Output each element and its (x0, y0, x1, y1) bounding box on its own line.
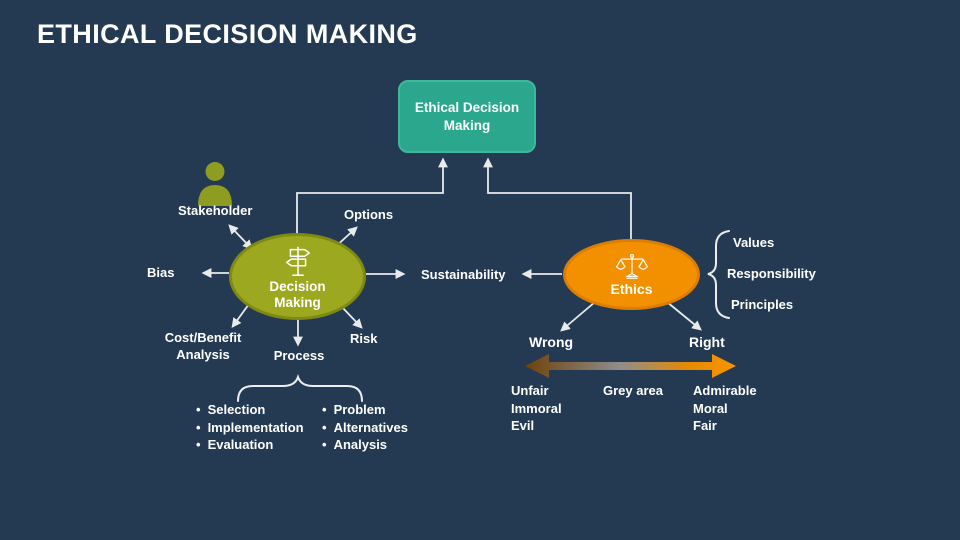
wrong-label: Wrong (529, 334, 574, 350)
arrow-risk (340, 305, 363, 329)
ethical-decision-making-box-label: Ethical Decision Making (414, 99, 520, 133)
list-item: Implementation (196, 419, 304, 437)
wrong-items-list: Unfair Immoral Evil (511, 382, 562, 435)
ethical-decision-making-box: Ethical Decision Making (398, 80, 536, 153)
connector-decision-to-topbox (296, 157, 448, 234)
process-label: Process (273, 348, 325, 363)
arrow-right (666, 301, 702, 331)
decision-making-label: Decision Making (269, 278, 326, 310)
signpost-icon (285, 246, 310, 276)
list-item: Problem (322, 401, 408, 419)
process-list-right: Problem Alternatives Analysis (322, 401, 408, 454)
right-items-list: Admirable Moral Fair (693, 382, 757, 435)
responsibility-label: Responsibility (727, 266, 816, 281)
brace-ethics-attributes (707, 230, 730, 319)
list-item: Fair (693, 418, 717, 433)
list-item: Selection (196, 401, 304, 419)
person-icon (198, 162, 232, 206)
sustainability-label: Sustainability (421, 267, 506, 282)
stakeholder-label: Stakeholder (178, 203, 253, 218)
list-item: Evaluation (196, 436, 304, 454)
arrow-stakeholder (228, 224, 253, 250)
right-label: Right (689, 334, 725, 350)
list-item: Immoral (511, 400, 562, 416)
options-label: Options (344, 207, 394, 222)
cost-benefit-label: Cost/Benefit Analysis (164, 330, 242, 362)
connector-ethics-to-topbox (483, 157, 632, 240)
page-title: ETHICAL DECISION MAKING (37, 19, 418, 49)
risk-label: Risk (350, 331, 378, 346)
list-item: Moral (693, 400, 728, 416)
ethics-label: Ethics (610, 280, 653, 297)
arrow-cost-benefit (231, 303, 250, 329)
scales-icon (615, 253, 648, 279)
principles-label: Principles (731, 297, 794, 312)
grey-area-label: Grey area (603, 383, 663, 398)
bias-label: Bias (147, 265, 175, 280)
brace-process (237, 373, 363, 402)
ethics-node: Ethics (563, 239, 700, 310)
list-item: Analysis (322, 436, 408, 454)
list-item: Unfair (511, 383, 549, 398)
arrow-wrong (560, 301, 596, 332)
list-item: Evil (511, 418, 535, 433)
list-item: Alternatives (322, 419, 408, 437)
values-label: Values (733, 235, 775, 250)
wrong-right-spectrum-arrow (525, 354, 736, 378)
decision-making-node: Decision Making (229, 233, 366, 320)
list-item: Admirable (693, 383, 757, 398)
process-list-left: Selection Implementation Evaluation (196, 401, 304, 454)
